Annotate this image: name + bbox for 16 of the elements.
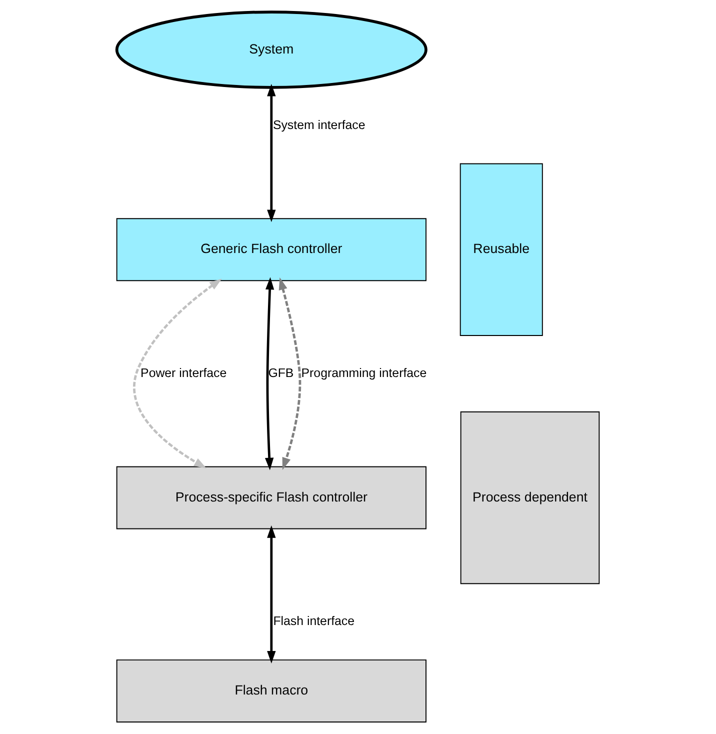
arrow [133, 278, 222, 468]
edge-label: Power interface [140, 366, 227, 380]
node-box: Flash macro [116, 659, 426, 722]
arrow [267, 84, 276, 222]
node-ellipse: System [115, 10, 428, 89]
edge-label: Flash interface [273, 614, 354, 628]
node-box: Process dependent [460, 411, 600, 584]
arrow [264, 277, 274, 470]
node-box: Generic Flash controller [116, 218, 426, 282]
node-box: Reusable [460, 163, 543, 336]
node-box: Process-specific Flash controller [116, 466, 426, 530]
arrow [267, 525, 276, 664]
edge-label: Programming interface [301, 366, 427, 380]
edge-label: System interface [272, 118, 366, 132]
arrow [278, 277, 302, 470]
edge-label: GFB [268, 366, 294, 380]
